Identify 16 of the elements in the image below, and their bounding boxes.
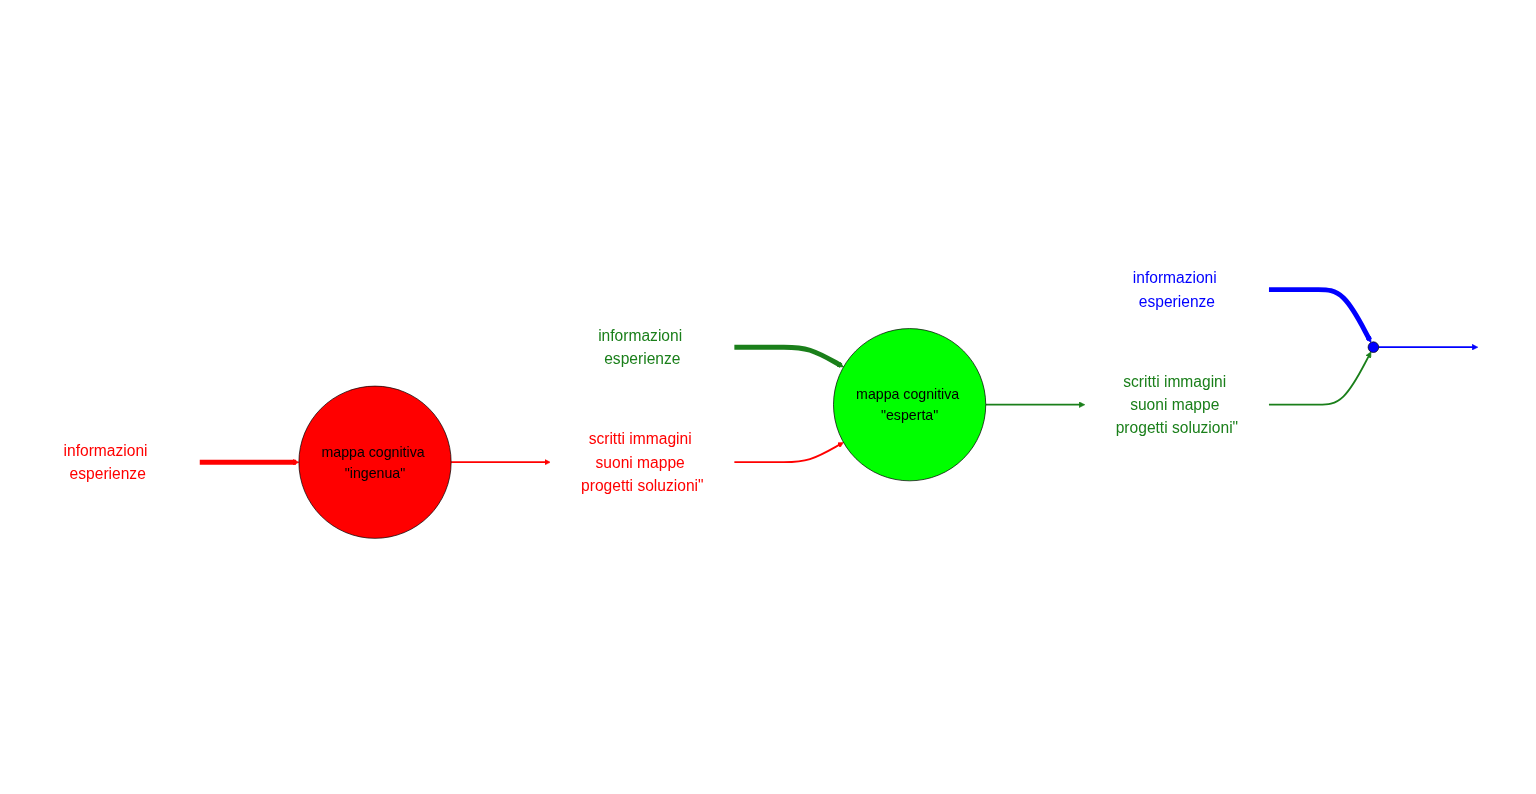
node-text: scritti immagini suoni mappe progetti soluzioni" xyxy=(581,430,704,495)
node-text: scritti immagini suoni mappe progetti soluzioni" xyxy=(1115,372,1239,437)
arrow xyxy=(1268,287,1372,343)
node-circle: mappa cognitiva "esperta" xyxy=(833,328,987,482)
arrow xyxy=(1268,351,1372,406)
node-text: informazioni esperienze xyxy=(598,326,683,368)
node-star xyxy=(1367,341,1380,353)
arrow xyxy=(734,344,844,368)
arrow xyxy=(733,442,844,464)
arrow xyxy=(199,459,300,466)
arrow xyxy=(1377,344,1479,351)
node-text: informazioni esperienze xyxy=(63,441,148,483)
arrow xyxy=(450,459,551,466)
node-text: informazioni esperienze xyxy=(1132,269,1217,311)
node-circle: mappa cognitiva "ingenua" xyxy=(298,385,452,539)
arrow xyxy=(984,401,1086,408)
